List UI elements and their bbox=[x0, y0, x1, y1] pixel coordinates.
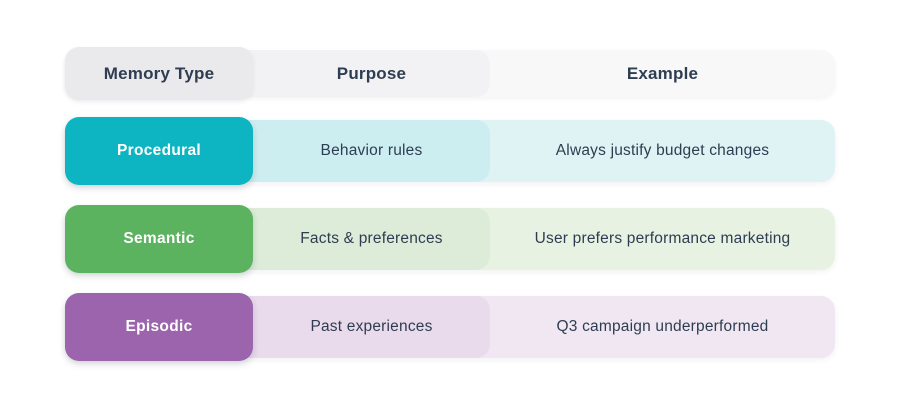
example-cell: User prefers performance marketing bbox=[534, 230, 791, 247]
table-row-episodic: Episodic Past experiences Q3 campaign un… bbox=[65, 293, 835, 361]
purpose-cell: Past experiences bbox=[310, 318, 433, 335]
purpose-cell: Facts & preferences bbox=[300, 230, 443, 247]
example-cell: Q3 campaign underperformed bbox=[556, 318, 769, 335]
header-purpose: Purpose bbox=[336, 63, 407, 83]
table-header-row: Memory Type Purpose Example bbox=[65, 47, 835, 100]
header-example: Example bbox=[626, 63, 699, 83]
table-row-procedural: Procedural Behavior rules Always justify… bbox=[65, 117, 835, 185]
memory-type-label-episodic: Episodic bbox=[65, 293, 253, 361]
purpose-cell: Behavior rules bbox=[320, 142, 423, 159]
header-memory-type: Memory Type bbox=[103, 63, 215, 83]
table-row-semantic: Semantic Facts & preferences User prefer… bbox=[65, 205, 835, 273]
example-cell: Always justify budget changes bbox=[555, 142, 770, 159]
header-memory-type-cell-bg bbox=[65, 47, 253, 100]
memory-type-label-procedural: Procedural bbox=[65, 117, 253, 185]
memory-type-label-semantic: Semantic bbox=[65, 205, 253, 273]
